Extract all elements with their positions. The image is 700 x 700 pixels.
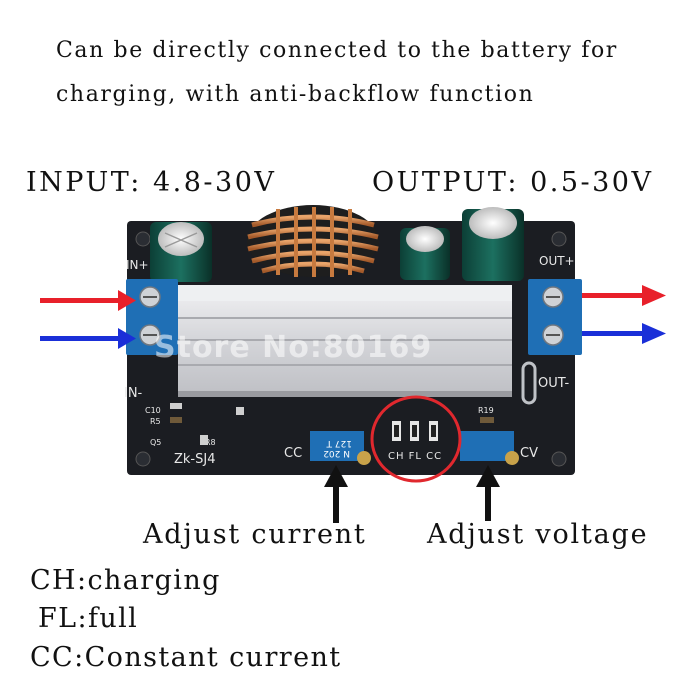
heatsink bbox=[178, 285, 512, 397]
capacitor-left bbox=[150, 222, 212, 282]
silk-out-plus: OUT+ bbox=[539, 254, 575, 268]
capacitor-right-2 bbox=[462, 207, 524, 281]
silk-r5: R5 bbox=[150, 417, 161, 426]
arrow-adjust-voltage bbox=[476, 465, 500, 521]
input-spec: INPUT: 4.8-30V bbox=[26, 167, 277, 198]
output-spec: OUTPUT: 0.5-30V bbox=[372, 167, 654, 198]
silk-r8: R8 bbox=[205, 438, 216, 447]
silk-in-plus: IN+ bbox=[126, 258, 149, 272]
legend-fl: FL:full bbox=[38, 603, 139, 634]
current-potentiometer: 127 T N 202 bbox=[310, 431, 371, 465]
board-photo: IN+ IN- OUT+ OUT- C10 R5 Q5 R8 R19 Zk-SJ… bbox=[40, 205, 666, 523]
legend-ch: CH:charging bbox=[30, 565, 221, 596]
arrow-in-positive bbox=[40, 290, 136, 311]
arrow-adjust-current bbox=[324, 465, 348, 523]
silk-c10: C10 bbox=[145, 406, 161, 415]
inductor-coil bbox=[247, 205, 379, 277]
capacitor-right-1 bbox=[400, 226, 450, 280]
arrow-out-negative bbox=[582, 323, 666, 344]
pot-left-code: 127 T bbox=[326, 438, 352, 448]
silk-cc: CC bbox=[284, 446, 302, 461]
voltage-potentiometer bbox=[460, 431, 519, 465]
silk-r19: R19 bbox=[478, 406, 494, 415]
silk-model: Zk-SJ4 bbox=[174, 452, 215, 467]
adjust-voltage-label: Adjust voltage bbox=[427, 519, 649, 550]
store-watermark: Store No:80169 bbox=[154, 330, 432, 365]
status-leds: CH FL CC bbox=[388, 421, 442, 462]
silk-out-minus: OUT- bbox=[538, 376, 569, 391]
led-labels: CH FL CC bbox=[388, 451, 442, 462]
led-highlight-circle bbox=[370, 395, 462, 483]
silk-cv: CV bbox=[520, 446, 538, 461]
pot-left-code2: N 202 bbox=[323, 448, 350, 458]
silk-in-minus: IN- bbox=[124, 386, 143, 401]
arrow-out-positive bbox=[582, 285, 666, 306]
silk-q5: Q5 bbox=[150, 438, 161, 447]
legend-cc: CC:Constant current bbox=[30, 642, 342, 673]
input-terminal bbox=[126, 279, 178, 355]
adjust-current-label: Adjust current bbox=[143, 519, 367, 550]
header-line-1: Can be directly connected to the battery… bbox=[56, 38, 618, 63]
arrow-in-negative bbox=[40, 328, 136, 349]
header-line-2: charging, with anti-backflow function bbox=[56, 82, 535, 107]
output-terminal bbox=[528, 279, 582, 355]
